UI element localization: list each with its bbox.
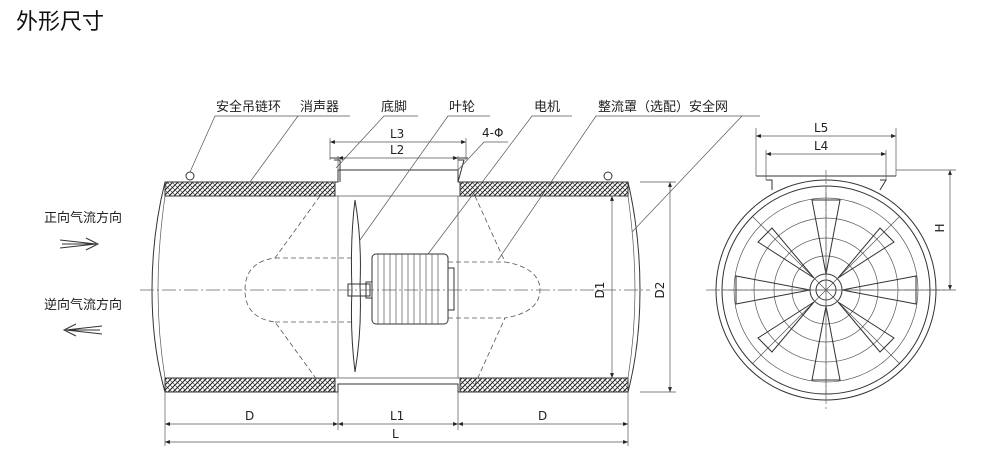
safety-ring-left	[185, 171, 195, 181]
reverse-flow-label: 逆向气流方向	[44, 297, 122, 313]
impeller-label: 叶轮	[449, 100, 475, 115]
dim-D-right: D	[538, 409, 547, 423]
side-view: 正向气流方向 逆向气流方向 安全吊链环 消声器 底脚 叶轮 电机 整流罩（选配）…	[44, 99, 760, 446]
dim-L4: L4	[814, 139, 828, 153]
forward-flow-arrow-icon	[59, 237, 100, 251]
dim-D1: D1	[593, 282, 607, 299]
front-view: L5 L4 H	[706, 121, 956, 410]
silencer-label: 消声器	[300, 100, 339, 115]
base-label: 底脚	[381, 99, 407, 115]
base-foot	[330, 157, 468, 183]
dim-H: H	[933, 223, 947, 232]
dim-D-left: D	[245, 409, 254, 423]
inlet-fairing	[244, 195, 321, 385]
silencer-bottom-left	[164, 377, 336, 393]
dim-L3: L3	[390, 127, 404, 141]
impeller-blade	[350, 199, 361, 373]
forward-flow-label: 正向气流方向	[44, 210, 122, 226]
reverse-flow-arrow-icon	[62, 323, 103, 337]
motor	[365, 253, 455, 325]
motor-label: 电机	[534, 100, 560, 115]
outlet-bellmouth	[627, 195, 636, 379]
safety-ring-right	[603, 171, 613, 181]
holes-label: 4-Φ	[482, 126, 503, 140]
silencer-bottom-right	[459, 377, 629, 393]
dim-L2: L2	[390, 143, 404, 157]
safety-ring-label: 安全吊链环	[216, 99, 281, 115]
outlet-fairing	[474, 195, 541, 385]
silencer-top-left	[164, 181, 336, 197]
dim-L5: L5	[814, 121, 828, 135]
fairing-guard-label: 整流罩（选配）安全网	[598, 99, 728, 115]
silencer-top-right	[459, 181, 629, 197]
dim-D2: D2	[653, 282, 667, 299]
page-title: 外形尺寸	[16, 10, 105, 35]
inlet-bellmouth	[157, 195, 166, 379]
dim-L1: L1	[390, 409, 404, 423]
dim-L: L	[392, 427, 399, 441]
